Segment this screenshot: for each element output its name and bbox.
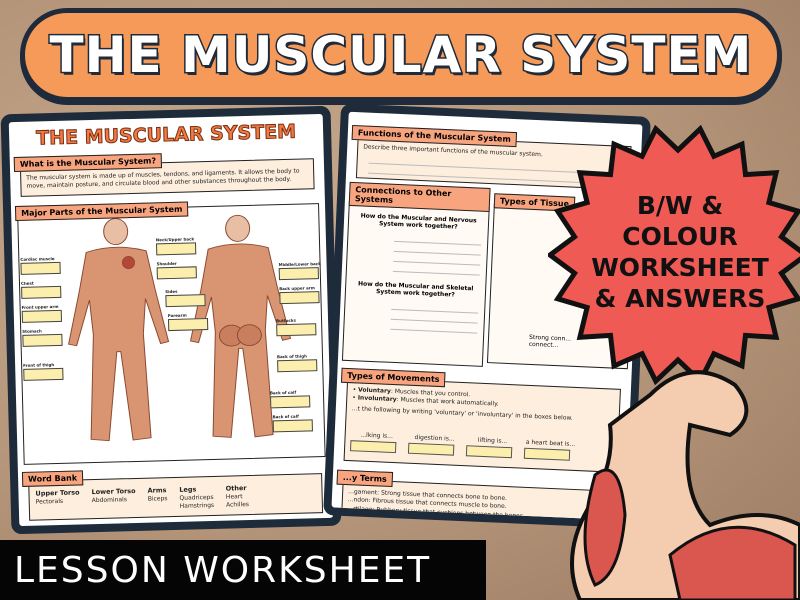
badge-line: B/W & (636, 191, 724, 220)
label-answer-box[interactable] (23, 367, 64, 381)
section-heading-word-bank: Word Bank (21, 470, 84, 487)
label-answer-box[interactable] (277, 358, 318, 373)
starburst-badge (548, 125, 800, 385)
diagram-label: Back of calf (272, 413, 299, 420)
word-bank-item: Biceps (147, 495, 168, 503)
label-answer-box[interactable] (278, 266, 319, 280)
diagram-label: Forearm (167, 312, 187, 318)
label-answer-box[interactable] (272, 419, 313, 433)
label-answer-box[interactable] (22, 333, 63, 347)
diagram-label: Front upper arm (21, 303, 59, 310)
label-answer-box[interactable] (20, 261, 61, 275)
word-bank-item: Achilles (226, 501, 250, 509)
question-skeletal: How do the Muscular and Skeletal System … (357, 280, 474, 299)
label-answer-box[interactable] (270, 395, 311, 409)
diagram-label: Back upper arm (279, 285, 315, 291)
involuntary-term: Involuntary (357, 394, 397, 404)
word-bank-item: Hamstrings (179, 502, 215, 511)
flexed-bicep-icon (570, 370, 800, 600)
movement-item: ...lking is... (349, 431, 403, 456)
starburst-shape (548, 125, 800, 385)
label-answer-box[interactable] (276, 322, 317, 337)
word-bank-heading: Upper Torso (35, 488, 80, 498)
diagram-label: Front of thigh (23, 361, 55, 368)
voluntary-term: Voluntary (357, 386, 392, 395)
movement-answer-box[interactable] (407, 442, 455, 456)
badge-text: B/W & COLOUR WORKSHEET & ANSWERS (560, 190, 800, 314)
label-answer-box[interactable] (155, 242, 197, 256)
diagram-label: Back of thigh (276, 353, 307, 360)
question-nervous: How do the Muscular and Nervous System w… (360, 212, 477, 231)
diagram-label: Back of calf (269, 389, 297, 396)
label-answer-box[interactable] (279, 290, 320, 304)
diagram-label: Sides (165, 288, 178, 294)
word-bank-heading: Other (225, 483, 247, 493)
diagram-label: Shoulder (156, 260, 177, 267)
word-bank-item: Pectorals (35, 497, 64, 506)
diagram-label: Neck/Upper back (155, 236, 195, 243)
badge-line: WORKSHEET (591, 253, 769, 282)
badge-line: COLOUR (622, 222, 738, 251)
banner-title: THE MUSCULAR SYSTEM (48, 25, 753, 86)
label-answer-box[interactable] (21, 309, 63, 323)
word-bank-heading: Lower Torso (91, 486, 136, 496)
movement-answer-box[interactable] (349, 439, 397, 453)
answer-lines[interactable] (384, 299, 484, 334)
movement-answer-box[interactable] (465, 444, 513, 458)
section-heading-key-terms: ...y Terms (336, 469, 394, 488)
diagram-label: Stomach (22, 328, 42, 334)
label-answer-box[interactable] (156, 266, 197, 280)
movement-item: lifting is... (465, 436, 519, 461)
word-bank-item: Abdominals (91, 496, 128, 505)
title-banner: THE MUSCULAR SYSTEM (20, 8, 782, 102)
label-answer-box[interactable] (165, 293, 206, 307)
footer-bar: LESSON WORKSHEET (0, 540, 486, 600)
label-answer-box[interactable] (167, 317, 209, 331)
footer-label: LESSON WORKSHEET (14, 549, 432, 591)
worksheet-page-1: THE MUSCULAR SYSTEM What is the Muscular… (0, 105, 342, 535)
word-bank-heading: Arms (147, 485, 167, 495)
muscle-diagram-image (68, 214, 292, 441)
movement-item: digestion is... (407, 434, 461, 459)
answer-lines[interactable] (387, 231, 488, 276)
badge-line: & ANSWERS (594, 284, 766, 313)
label-answer-box[interactable] (21, 285, 62, 299)
diagram-label: Cardiac muscle (20, 255, 55, 262)
diagram-label: Chest (20, 280, 34, 286)
diagram-label: Buttocks (275, 317, 296, 324)
